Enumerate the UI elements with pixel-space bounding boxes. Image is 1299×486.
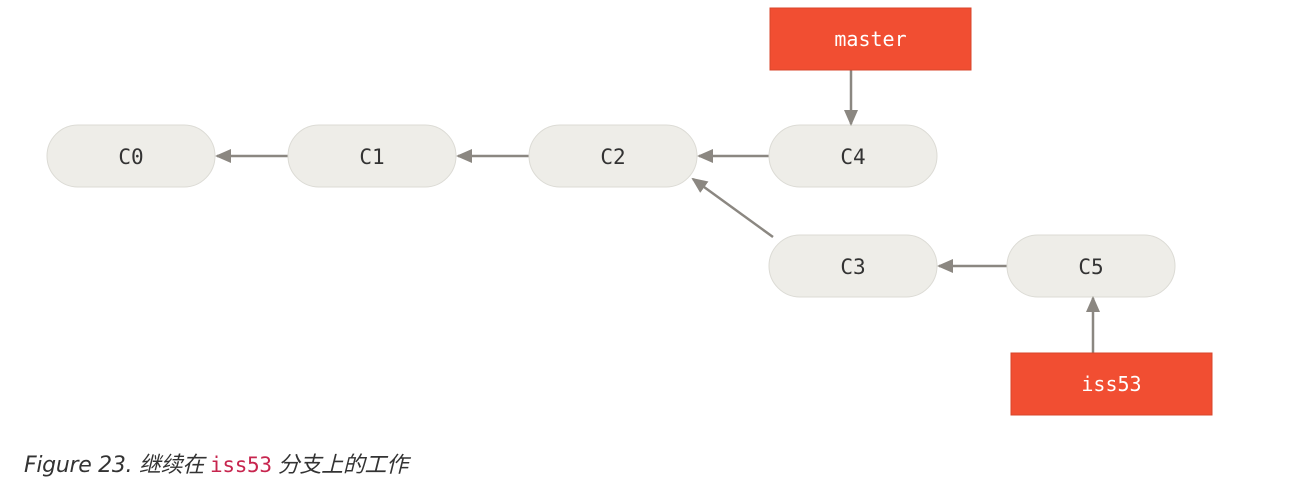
branches-layer: master iss53: [769, 7, 1213, 416]
branch-label: iss53: [1081, 372, 1141, 396]
commit-pill: [46, 124, 216, 188]
commit-node-c1: C1: [287, 124, 457, 188]
commit-node-c0: C0: [46, 124, 216, 188]
commit-node-c4: C4: [768, 124, 938, 188]
commit-label: C3: [840, 255, 865, 279]
caption-prefix: Figure 23. 继续在: [24, 453, 205, 478]
branch-label: master: [834, 27, 906, 51]
edges-layer: [215, 149, 1007, 273]
commit-node-c2: C2: [528, 124, 698, 188]
branch-box: [769, 7, 972, 71]
commit-pill: [287, 124, 457, 188]
commit-pill: [768, 234, 938, 298]
branch-iss53: iss53: [1010, 352, 1213, 416]
commit-node-c3: C3: [768, 234, 938, 298]
commit-label: C4: [840, 145, 865, 169]
caption-suffix: 分支上的工作: [277, 453, 409, 478]
commit-label: C2: [600, 145, 625, 169]
commit-label: C5: [1078, 255, 1103, 279]
commit-label: C1: [359, 145, 384, 169]
commit-node-c5: C5: [1006, 234, 1176, 298]
caption-branch-name: iss53: [210, 453, 272, 477]
edge-arrow-c3-to-c2: [691, 177, 774, 239]
commit-pill: [528, 124, 698, 188]
branch-box: [1010, 352, 1213, 416]
commit-label: C0: [118, 145, 143, 169]
branch-master: master: [769, 7, 972, 71]
